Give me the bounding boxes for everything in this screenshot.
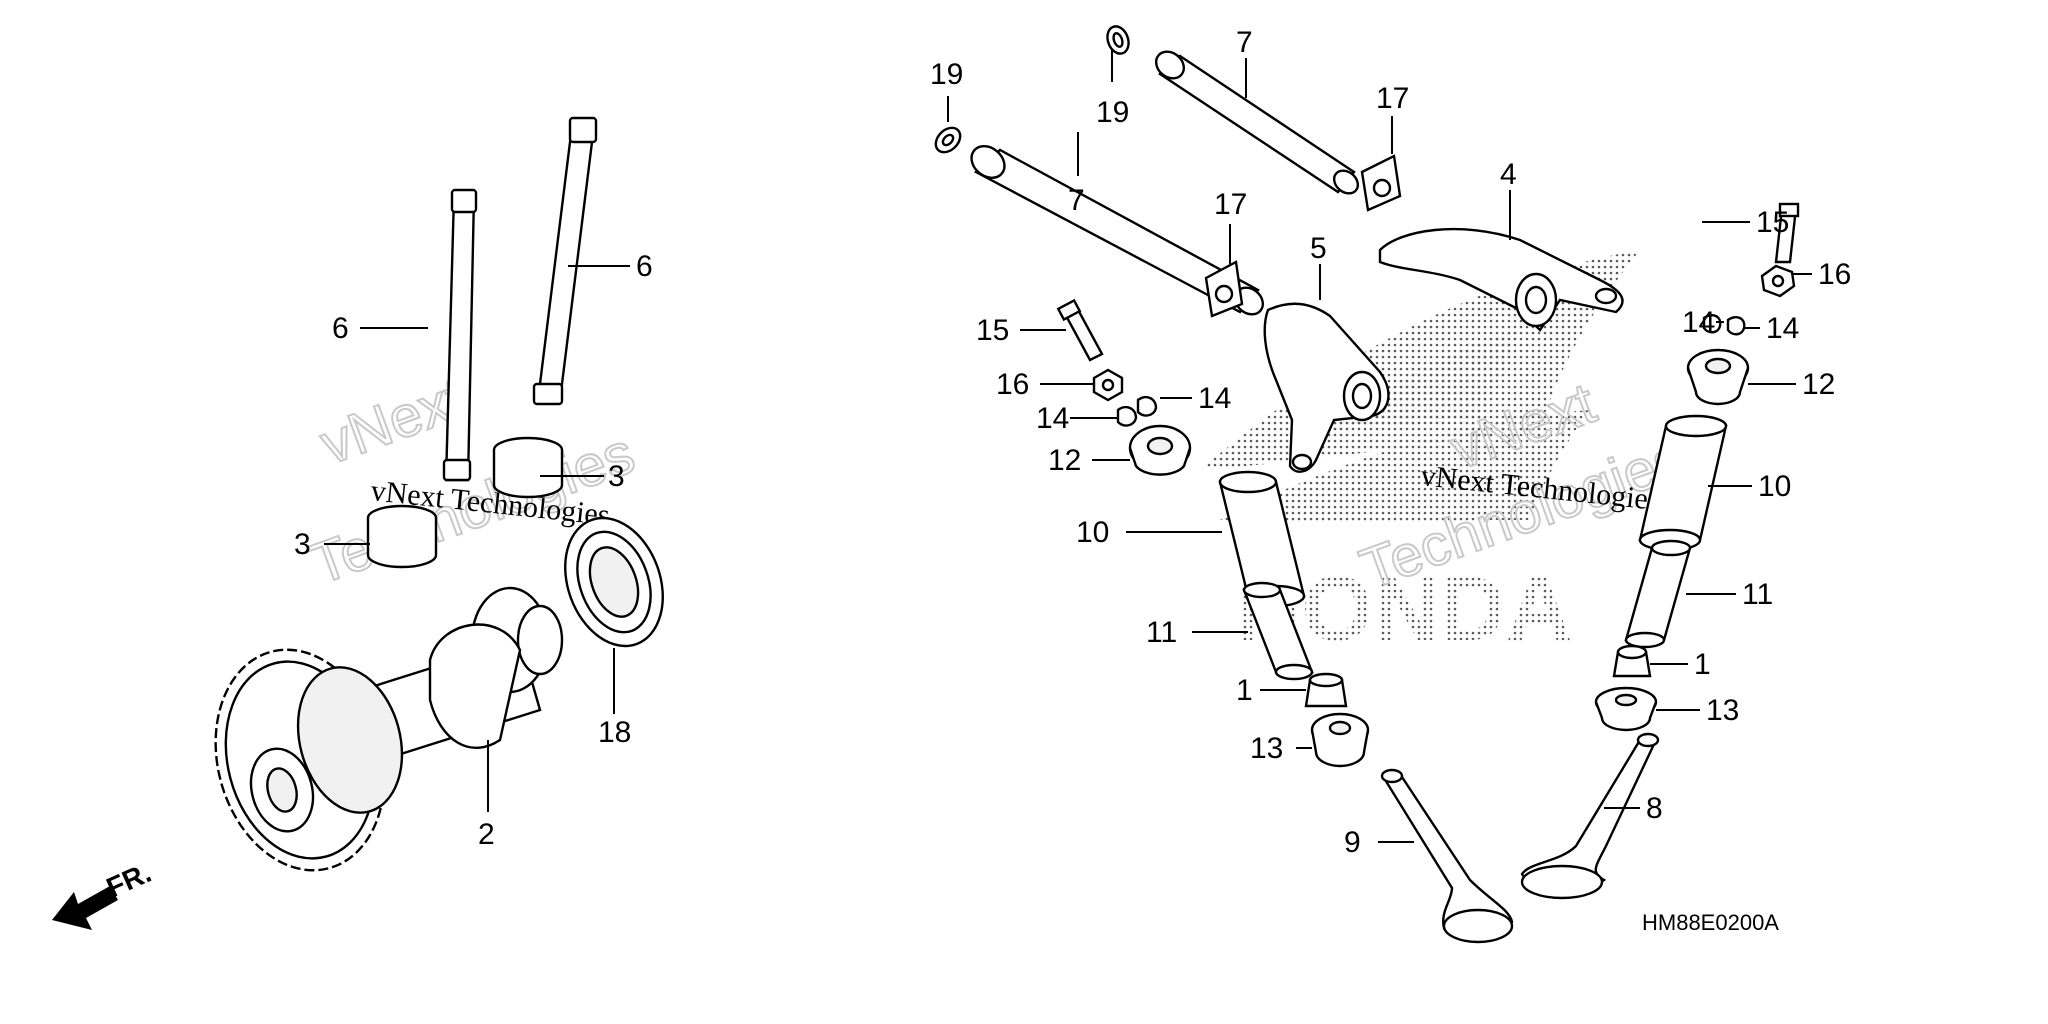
callout-7: 7: [1068, 184, 1085, 217]
spring-inner-left: [1242, 581, 1314, 681]
washer-left: [934, 126, 962, 154]
retainer-left: [1128, 424, 1192, 476]
callout-9: 9: [1344, 826, 1361, 859]
spring-inner-right: [1624, 539, 1692, 649]
valve-exhaust: [1520, 732, 1660, 900]
diagram-code: HM88E0200A: [1642, 910, 1779, 935]
callout-15: 15: [1756, 206, 1789, 239]
callout-14: 14: [1198, 382, 1231, 415]
leader-lines: [324, 50, 1812, 843]
camshaft: [214, 586, 564, 872]
callout-10: 10: [1758, 470, 1791, 503]
callout-2: 2: [478, 818, 495, 851]
callouts: 6 6 3 3 18 2 7 7 19 19 17 17 4 5 15 16 1…: [294, 26, 1851, 859]
spring-seat-right: [1594, 686, 1658, 732]
callout-18: 18: [598, 716, 631, 749]
cotters-right: [1702, 314, 1746, 336]
pushrod-left: [442, 188, 478, 482]
pushrod-right: [532, 116, 598, 406]
callout-4: 4: [1500, 158, 1517, 191]
lifter-lower: [366, 504, 438, 569]
rocker-arm-intake: [1263, 302, 1390, 473]
callout-8: 8: [1646, 792, 1663, 825]
washer-right: [1106, 25, 1130, 55]
callout-16: 16: [996, 368, 1029, 401]
rocker-arm-exhaust: [1378, 227, 1624, 332]
callout-12: 12: [1048, 444, 1081, 477]
arrow-icon: [52, 886, 118, 930]
callout-14: 14: [1036, 402, 1069, 435]
callout-19: 19: [930, 58, 963, 91]
callout-11: 11: [1742, 578, 1773, 611]
callout-6: 6: [332, 312, 349, 345]
callout-19: 19: [1096, 96, 1129, 129]
callout-7: 7: [1236, 26, 1253, 59]
adjuster-screw-right: [1774, 202, 1800, 264]
adjuster-nut-right: [1760, 264, 1796, 298]
adjuster-screw-left: [1056, 298, 1104, 362]
callout-3: 3: [608, 460, 625, 493]
callout-17: 17: [1214, 188, 1247, 221]
rocker-shaft-right: [1154, 50, 1360, 195]
stem-seal-right: [1612, 644, 1652, 678]
lock-plate-right: [1360, 154, 1402, 212]
callout-15: 15: [976, 314, 1009, 347]
front-direction-indicator: FR.: [52, 857, 156, 930]
callout-3: 3: [294, 528, 311, 561]
stem-seal-left: [1304, 672, 1348, 708]
callout-17: 17: [1376, 82, 1409, 115]
retainer-right: [1686, 348, 1750, 406]
callout-16: 16: [1818, 258, 1851, 291]
callout-12: 12: [1802, 368, 1835, 401]
adjuster-nut-left: [1092, 368, 1124, 402]
callout-5: 5: [1310, 232, 1327, 265]
callout-11: 11: [1146, 616, 1177, 649]
callout-6: 6: [636, 250, 653, 283]
callout-10: 10: [1076, 516, 1109, 549]
lock-plate-left: [1204, 260, 1244, 318]
callout-1: 1: [1694, 648, 1711, 681]
valve-intake: [1380, 768, 1514, 944]
callout-13: 13: [1706, 694, 1739, 727]
bearing: [564, 516, 664, 648]
rocker-shaft-left: [970, 145, 1265, 316]
callout-14: 14: [1682, 306, 1715, 339]
callout-14: 14: [1766, 312, 1799, 345]
lifter-upper: [492, 436, 564, 499]
callout-13: 13: [1250, 732, 1283, 765]
cotters-left: [1116, 396, 1158, 427]
spring-seat-left: [1310, 712, 1370, 768]
callout-1: 1: [1236, 674, 1253, 707]
